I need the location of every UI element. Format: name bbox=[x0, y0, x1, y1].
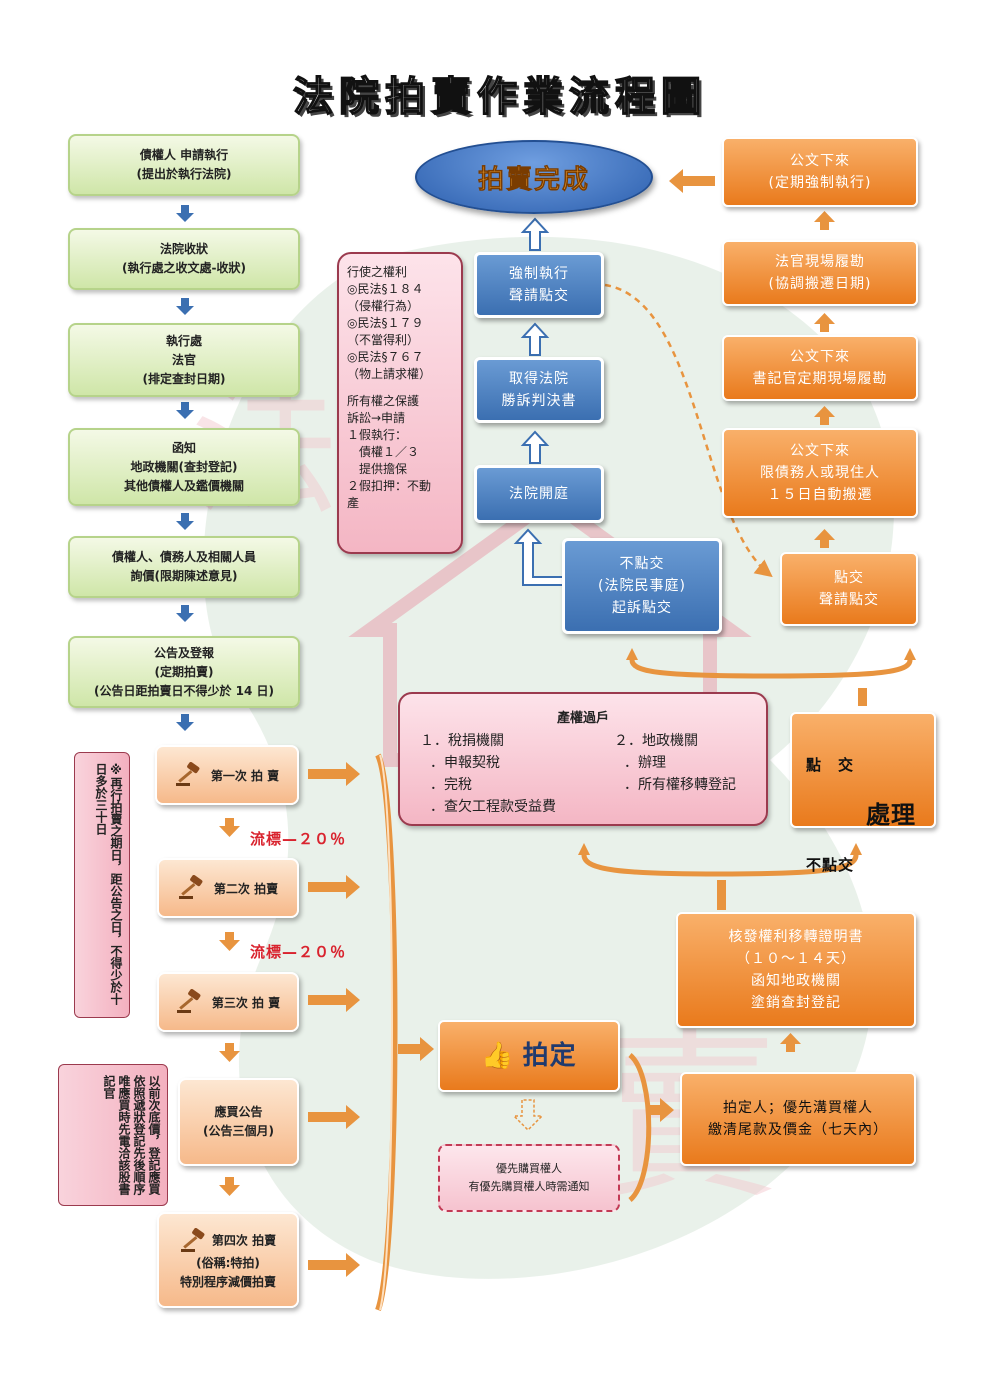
document-enforce-box: 公文下來 (定期強制執行) bbox=[722, 137, 918, 207]
handling-box: 點 交 處理 不點交 bbox=[790, 712, 936, 874]
rights-line: （侵權行為） bbox=[347, 299, 420, 313]
rights-line: ◎民法§７６７ bbox=[347, 350, 424, 364]
rights-line: （物上請求權） bbox=[347, 367, 432, 381]
tax-office-heading: １．稅捐機關 bbox=[420, 733, 504, 749]
execution-office-box: 執行處 法官 (排定查封日期) bbox=[68, 323, 300, 397]
rights-line: 提供擔保 bbox=[347, 462, 408, 476]
handling-no-handover: 不點交 bbox=[806, 856, 855, 874]
rights-note-box: 行使之權利 ◎民法§１８４ （侵權行為） ◎民法§１７９ （不當得利） ◎民法§… bbox=[337, 252, 463, 554]
inquiry-box: 債權人、債務人及相關人員 詢價(限期陳述意見) bbox=[68, 536, 300, 598]
left-chain-arrows bbox=[176, 205, 194, 731]
notify-agencies-box: 函知 地政機關(查封登記) 其他債權人及鑑價機關 bbox=[68, 428, 300, 506]
reserve-announcement-box: 應買公告 (公告三個月) bbox=[178, 1078, 299, 1166]
no-handover-lawsuit-box: 不點交 (法院民事庭) 起訴點交 bbox=[562, 538, 722, 634]
tax-item: ．完稅 bbox=[430, 777, 472, 793]
enforce-handover-box: 強制執行 聲請點交 bbox=[474, 252, 604, 318]
court-receive-box: 法院收狀 (執行處之收文處-收狀) bbox=[68, 228, 300, 290]
rights-line: 訴訟→申請 bbox=[347, 411, 406, 425]
land-office-heading: ２．地政機關 bbox=[614, 733, 698, 749]
handover-request-box: 點交 聲請點交 bbox=[780, 552, 918, 626]
handling-label: 處理 bbox=[866, 801, 916, 829]
first-auction-box: 第一次 拍 賣 bbox=[155, 745, 299, 805]
fourth-auction-box: 第四次 拍賣 (俗稱:特拍) 特別程序減價拍賣 bbox=[157, 1212, 299, 1308]
auction-complete-label: 拍賣完成 bbox=[477, 164, 590, 195]
fourth-auction-sub1: (俗稱:特拍) bbox=[196, 1256, 260, 1270]
announcement-box: 公告及登報 (定期拍賣) (公告日距拍賣日不得少於 14 日) bbox=[68, 636, 300, 708]
auction-down-arrows bbox=[219, 818, 240, 1196]
scroll-note-left: ※再行拍賣之期日，距公告之日，不得少於十日多於三十日 bbox=[74, 752, 130, 1018]
rights-line: 所有權之保護 bbox=[347, 394, 420, 408]
fourth-auction-sub2: 特別程序減價拍賣 bbox=[179, 1275, 276, 1289]
obtain-judgment-box: 取得法院 勝訴判決書 bbox=[474, 357, 604, 423]
winning-bid-label: 拍定 bbox=[522, 1041, 577, 1071]
gavel-icon bbox=[180, 1228, 205, 1252]
page-title: 法院拍賣作業流程圖 bbox=[292, 72, 707, 121]
tax-item: ．申報契稅 bbox=[430, 755, 500, 771]
winning-bid-box: 👍 拍定 bbox=[438, 1020, 620, 1092]
rights-line: １假執行： bbox=[347, 428, 408, 442]
scroll-note-bottom: 以前次底價，登記應買依照遞狀登記先後順序唯應買時先電洽該股書記官 bbox=[58, 1064, 168, 1206]
right-chain-arrows bbox=[780, 211, 835, 1052]
land-item: ．所有權移轉登記 bbox=[624, 777, 736, 793]
rights-line: ◎民法§１８４ bbox=[347, 282, 424, 296]
gavel-icon bbox=[175, 762, 200, 786]
rights-line: ◎民法§１７９ bbox=[347, 316, 424, 330]
rights-line: （不當得利） bbox=[347, 333, 420, 347]
self-relocation-box: 公文下來 限債務人或現住人 １５日自動搬遷 bbox=[722, 428, 918, 518]
gavel-icon bbox=[178, 875, 203, 899]
blue-up-arrows bbox=[513, 217, 564, 586]
auction-complete-ellipse: 拍賣完成 bbox=[415, 140, 653, 214]
land-item: ．辦理 bbox=[624, 755, 666, 771]
second-auction-label: 第二次 拍賣 bbox=[213, 881, 279, 896]
rights-line: 債權１／３ bbox=[347, 445, 420, 459]
second-auction-box: 第二次 拍賣 bbox=[157, 858, 299, 918]
third-auction-box: 第三次 拍 賣 bbox=[157, 972, 299, 1032]
third-auction-label: 第三次 拍 賣 bbox=[211, 995, 281, 1010]
rights-line: 產 bbox=[347, 496, 360, 510]
rights-line: ２假扣押：不動 bbox=[347, 479, 432, 493]
title-transfer-box: 產權過戶 １．稅捐機關 ．申報契稅 ．完稅 ．查欠工程款受益費 ２．地政機關 ．… bbox=[398, 692, 768, 826]
judge-inspection-box: 法官現場履勘 (協調搬遷日期) bbox=[722, 240, 918, 306]
reduction-label-2: 流標—２０％ bbox=[250, 943, 347, 961]
fourth-auction-label: 第四次 拍賣 bbox=[211, 1233, 277, 1248]
tax-item: ．查欠工程款受益費 bbox=[430, 799, 556, 815]
handling-handover: 點 交 bbox=[806, 756, 855, 774]
gavel-icon bbox=[176, 989, 201, 1013]
reduction-label-1: 流標—２０％ bbox=[250, 830, 347, 848]
court-hearing-box: 法院開庭 bbox=[474, 465, 604, 523]
rights-line: 行使之權利 bbox=[347, 265, 408, 279]
clerk-inspection-box: 公文下來 書記官定期現場履勘 bbox=[722, 335, 918, 401]
preemption-box: 優先購買權人 有優先購買權人時需通知 bbox=[438, 1144, 620, 1212]
first-auction-label: 第一次 拍 賣 bbox=[210, 768, 280, 783]
payment-box: 拍定人；優先溝買權人 繳清尾款及價金（七天內） bbox=[680, 1072, 916, 1166]
certificate-box: 核發權利移轉證明書 （１０～１４天） 函知地政機關 塗銷查封登記 bbox=[676, 912, 916, 1028]
thumbs-up-icon: 👍 bbox=[481, 1041, 515, 1071]
title-transfer-heading: 產權過戶 bbox=[556, 711, 609, 726]
auction-right-arrows bbox=[308, 762, 434, 1277]
apply-execution-box: 債權人 申請執行 (提出於執行法院) bbox=[68, 134, 300, 196]
